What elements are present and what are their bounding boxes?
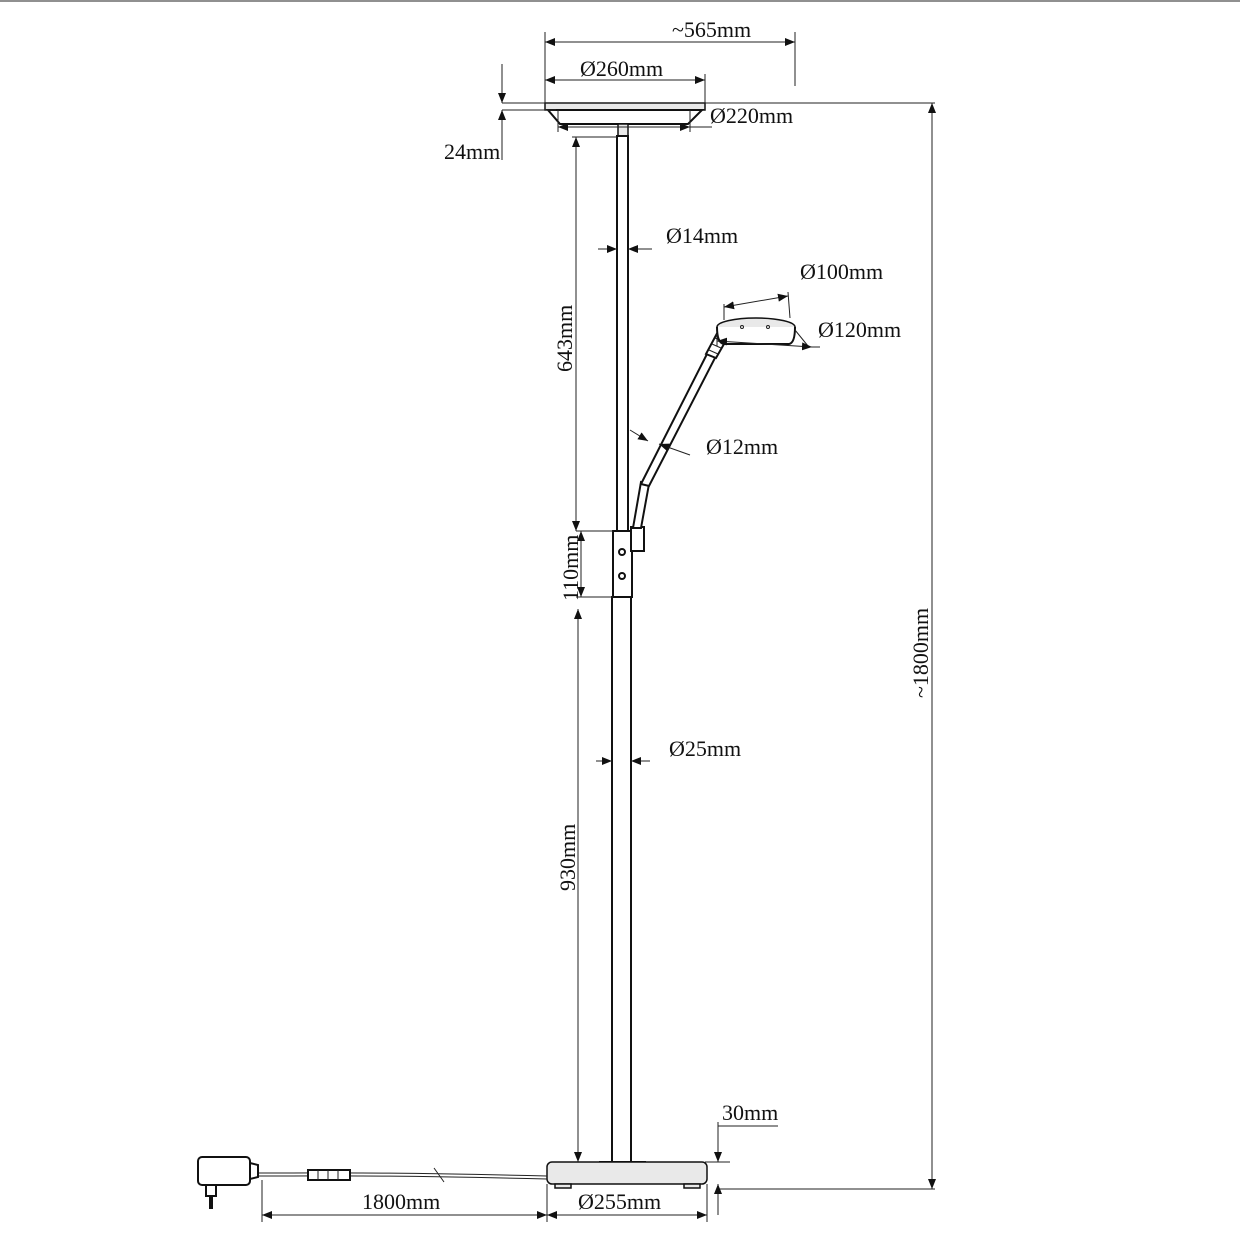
label-base-height: 30mm bbox=[722, 1100, 778, 1125]
base bbox=[546, 1161, 708, 1185]
dimension-labels: ~565mm Ø260mm Ø220mm 24mm Ø14mm Ø100mm Ø… bbox=[362, 17, 933, 1214]
top-shade-reflector bbox=[545, 109, 705, 125]
power-cord bbox=[197, 1156, 548, 1209]
label-top-shade-inner-diameter: Ø220mm bbox=[710, 103, 793, 128]
adapter-plug-pin bbox=[205, 1184, 217, 1209]
label-lower-pole-length: 930mm bbox=[555, 824, 580, 891]
lamp-body bbox=[197, 102, 796, 1209]
power-adapter bbox=[197, 1156, 251, 1186]
label-upper-pole-diameter: Ø14mm bbox=[666, 223, 738, 248]
label-joint-length: 110mm bbox=[558, 535, 583, 601]
label-cable-length: 1800mm bbox=[362, 1189, 440, 1214]
label-total-height: ~1800mm bbox=[908, 608, 933, 698]
label-total-width: ~565mm bbox=[672, 17, 751, 42]
label-base-diameter: Ø255mm bbox=[578, 1189, 661, 1214]
label-reading-head-outer-diameter: Ø120mm bbox=[818, 317, 901, 342]
joint-screw-bottom bbox=[618, 572, 626, 580]
label-upper-pole-length: 643mm bbox=[552, 305, 577, 372]
label-lower-pole-diameter: Ø25mm bbox=[669, 736, 741, 761]
arm-clamp bbox=[630, 526, 645, 552]
label-top-shade-height: 24mm bbox=[444, 139, 500, 164]
shade-connector bbox=[617, 123, 629, 137]
joint-housing bbox=[612, 530, 633, 598]
label-reading-head-inner-diameter: Ø100mm bbox=[800, 259, 883, 284]
joint-screw-top bbox=[618, 548, 626, 556]
cord-switch bbox=[307, 1169, 351, 1181]
arm-rod bbox=[639, 350, 718, 488]
base-foot-left bbox=[554, 1183, 572, 1189]
base-foot-right bbox=[683, 1183, 701, 1189]
upper-pole bbox=[616, 135, 629, 532]
lower-pole bbox=[611, 596, 632, 1163]
label-top-shade-diameter: Ø260mm bbox=[580, 56, 663, 81]
arm-lower-segment bbox=[631, 480, 651, 529]
top-shade bbox=[544, 102, 706, 111]
label-reading-arm-diameter: Ø12mm bbox=[706, 434, 778, 459]
